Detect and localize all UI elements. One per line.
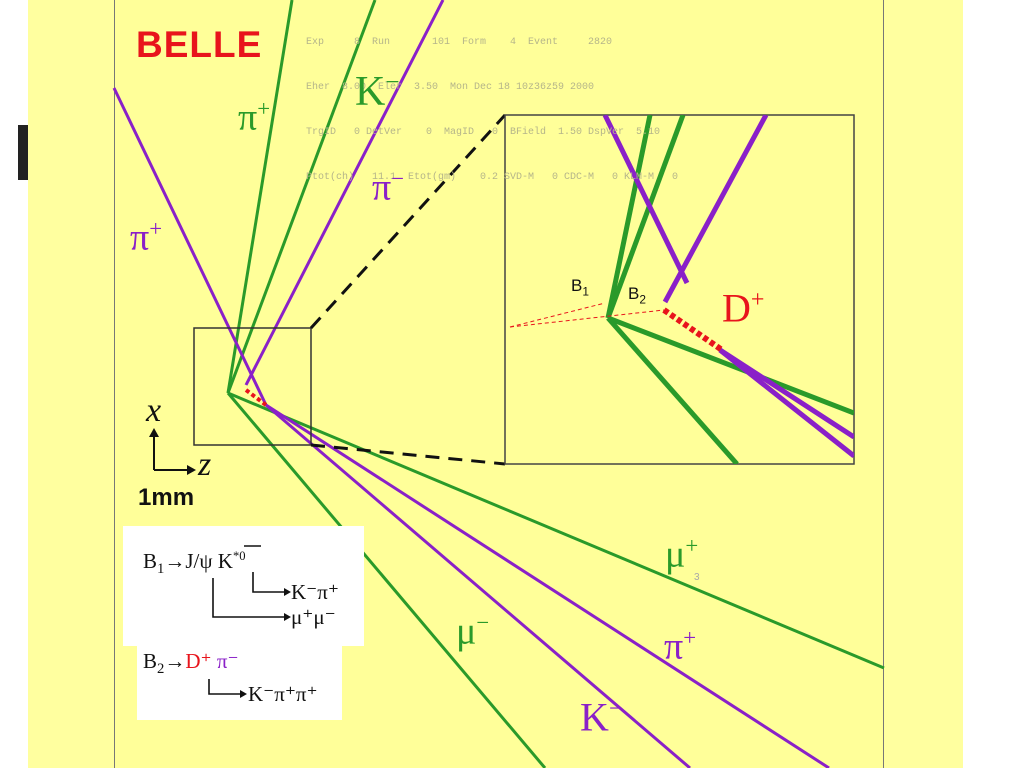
label-b2: B2 xyxy=(628,284,646,307)
decay-line-kpi: K⁻π⁺ xyxy=(291,580,339,604)
tiny-mark: 3 xyxy=(694,572,700,583)
label-pi-plus-bottom: π+ xyxy=(664,625,697,668)
track-k-minus-bottom xyxy=(265,403,691,768)
left-edge-fragment xyxy=(18,125,28,180)
label-pi-plus-left: π+ xyxy=(130,216,163,259)
track-pi-plus-left xyxy=(112,87,268,406)
label-b1: B1 xyxy=(571,276,589,299)
inset-frame xyxy=(504,114,855,465)
header-line: Exp 8 Run 101 Form 4 Event 2820 xyxy=(306,37,613,48)
inset-purple-tracks xyxy=(602,115,854,458)
label-k-minus-top: K− xyxy=(355,69,400,115)
zoom-connector-top xyxy=(309,113,507,330)
track-pi-minus-top xyxy=(244,0,445,386)
scale-label: 1mm xyxy=(138,484,195,511)
label-pi-plus-top: π+ xyxy=(238,96,271,139)
beam-lines xyxy=(509,302,665,328)
header-line: Eher 8.00 Eler 3.50 Mon Dec 18 10z36z59 … xyxy=(306,82,595,93)
event-header: Exp 8 Run 101 Form 4 Event 2820 Eher 8.0… xyxy=(306,5,678,200)
label-mu-plus: μ+ xyxy=(665,533,699,576)
purple-tracks xyxy=(112,0,830,768)
inset-green-tracks xyxy=(605,115,854,464)
axis-arrows xyxy=(149,428,196,475)
decay-line-mumu: μ⁺μ⁻ xyxy=(291,605,336,629)
decay-line-b2: B2→D⁺ π⁻ xyxy=(143,649,239,678)
track-mu-plus xyxy=(227,391,885,670)
belle-logo: BELLE xyxy=(136,24,263,65)
label-d-plus: D+ xyxy=(722,285,765,331)
decay-line-b1: B1→J/ψ K*0 xyxy=(143,549,246,578)
axis-z-label: z xyxy=(198,446,212,483)
label-k-minus-bottom: K− xyxy=(580,694,623,740)
d-flight-inset xyxy=(662,307,724,353)
zoom-rectangle xyxy=(193,327,312,446)
track-pi-plus-bottom xyxy=(265,403,830,768)
track-mu-minus xyxy=(226,392,547,768)
decay-box xyxy=(123,526,364,720)
green-tracks xyxy=(226,0,885,768)
label-pi-minus-top: π− xyxy=(372,166,405,209)
decay-line-kpipi: K⁻π⁺π⁺ xyxy=(248,682,318,706)
decay-arrows xyxy=(208,572,286,695)
label-mu-minus: μ− xyxy=(456,610,490,653)
zoom-connector-bottom xyxy=(310,443,506,466)
axis-x-label: x xyxy=(146,392,162,429)
decay-arrowheads xyxy=(240,588,291,698)
header-line: TrgID 0 DetVer 0 MagID 0 BField 1.50 Dsp… xyxy=(306,127,661,138)
header-line: Ptot(ch) 11.1 Etot(gm) 0.2 SVD-M 0 CDC-M… xyxy=(306,172,679,183)
